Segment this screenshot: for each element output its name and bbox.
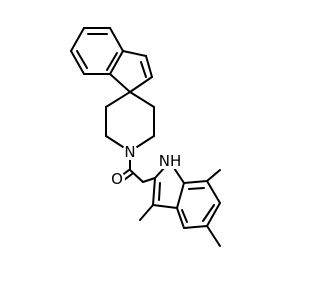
bond-methyl xyxy=(206,169,221,182)
bond xyxy=(129,169,144,183)
bond xyxy=(183,180,208,184)
atom-nh-indole: NH xyxy=(156,152,184,170)
bond xyxy=(109,50,124,75)
bond xyxy=(176,182,185,209)
atom-label-o: O xyxy=(111,170,123,188)
indole-unit xyxy=(139,166,221,247)
bond-double-inner xyxy=(181,209,188,223)
bond-methyl xyxy=(206,225,221,247)
bond xyxy=(122,50,147,57)
bond xyxy=(70,50,85,75)
atom-o-carbonyl: O xyxy=(109,170,125,188)
bond-double-inner xyxy=(188,187,205,190)
bond-double-inner xyxy=(76,50,88,69)
amide-linker xyxy=(120,158,156,183)
bond xyxy=(129,76,153,93)
bond xyxy=(173,167,185,184)
bond xyxy=(145,55,153,78)
piperidine-ring xyxy=(105,91,155,148)
bond-double-inner xyxy=(158,182,161,201)
atom-label-nh: NH xyxy=(159,152,182,170)
bond-double-inner xyxy=(202,204,215,222)
bond xyxy=(206,180,221,204)
bond xyxy=(183,225,208,229)
bond xyxy=(142,177,156,183)
bond xyxy=(109,27,124,52)
atom-n-piperidine: N xyxy=(122,143,138,161)
bond xyxy=(105,91,131,108)
bond xyxy=(152,204,178,209)
bond xyxy=(206,202,221,227)
bond-methyl xyxy=(139,204,154,221)
bond xyxy=(105,135,124,148)
bond xyxy=(176,207,185,229)
bond xyxy=(136,135,155,148)
bond xyxy=(70,27,85,52)
bond xyxy=(129,91,155,108)
bond xyxy=(109,73,131,93)
molecule-structure: N O NH xyxy=(70,27,221,247)
atom-label-n: N xyxy=(124,143,135,161)
bond-double-inner xyxy=(106,52,118,71)
bond-double-inner xyxy=(140,61,147,78)
bond-carbonyl xyxy=(123,173,133,181)
indene-unit xyxy=(70,27,153,93)
bond xyxy=(152,177,156,206)
